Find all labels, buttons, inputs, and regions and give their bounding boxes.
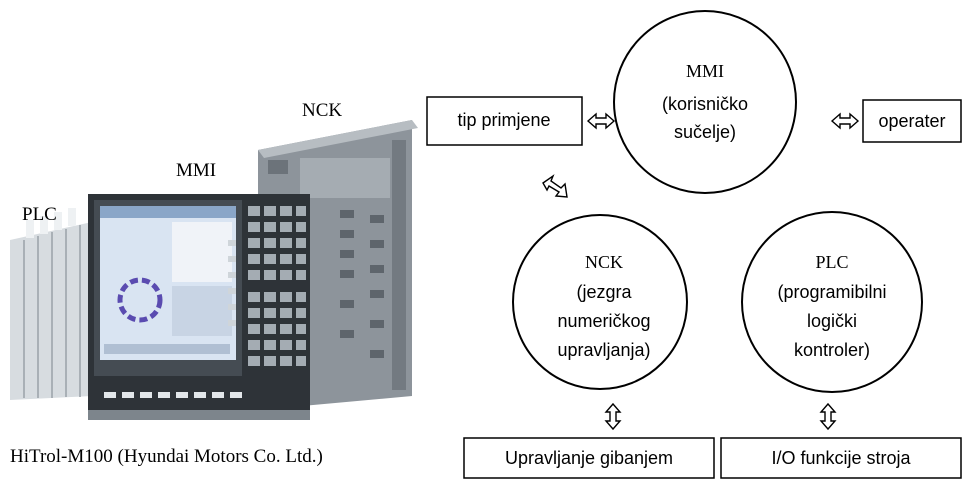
arrow-mmi-operator bbox=[830, 112, 860, 130]
node-plc-title: PLC bbox=[815, 252, 848, 272]
node-mmi bbox=[613, 10, 797, 194]
node-mmi-line2: (korisničko bbox=[662, 94, 748, 114]
box-application bbox=[426, 96, 583, 146]
box-application-label: tip primjene bbox=[457, 110, 550, 130]
node-plc-line2: (programibilni bbox=[777, 282, 886, 302]
hardware-photo: PLC MMI NCK HiTrol-M100 (Hyundai Motors … bbox=[10, 100, 418, 467]
photo-label-nck: NCK bbox=[302, 100, 342, 121]
node-nck-line4: upravljanja) bbox=[557, 340, 650, 360]
box-motion-control-label: Upravljanje gibanjem bbox=[505, 448, 673, 468]
node-mmi-title: MMI bbox=[686, 61, 724, 81]
photo-label-mmi: MMI bbox=[176, 160, 216, 181]
node-nck-title: NCK bbox=[585, 252, 623, 272]
node-nck bbox=[512, 214, 688, 390]
photo-caption: HiTrol-M100 (Hyundai Motors Co. Ltd.) bbox=[10, 446, 323, 467]
node-plc-line4: kontroler) bbox=[794, 340, 870, 360]
arrow-plc-io bbox=[819, 402, 837, 431]
box-operator bbox=[862, 99, 962, 143]
box-io-functions-label: I/O funkcije stroja bbox=[771, 448, 911, 468]
arrow-nck-motion bbox=[604, 402, 622, 431]
box-motion-control bbox=[463, 437, 715, 479]
node-mmi-line3: sučelje) bbox=[674, 122, 736, 142]
node-nck-line2: (jezgra bbox=[576, 282, 632, 302]
mmi-panel-image bbox=[88, 194, 310, 420]
plc-unit-image bbox=[10, 208, 92, 400]
architecture-diagram: MMI (korisničko sučelje) NCK (jezgra num… bbox=[426, 10, 962, 479]
arrow-mmi-nck bbox=[542, 174, 568, 198]
photo-label-plc: PLC bbox=[22, 204, 57, 225]
node-nck-line3: numeričkog bbox=[557, 311, 650, 331]
box-io-functions bbox=[720, 437, 962, 479]
node-plc bbox=[741, 211, 923, 393]
box-operator-label: operater bbox=[878, 111, 945, 131]
node-plc-line3: logički bbox=[807, 311, 857, 331]
arrow-application-mmi bbox=[586, 112, 616, 130]
